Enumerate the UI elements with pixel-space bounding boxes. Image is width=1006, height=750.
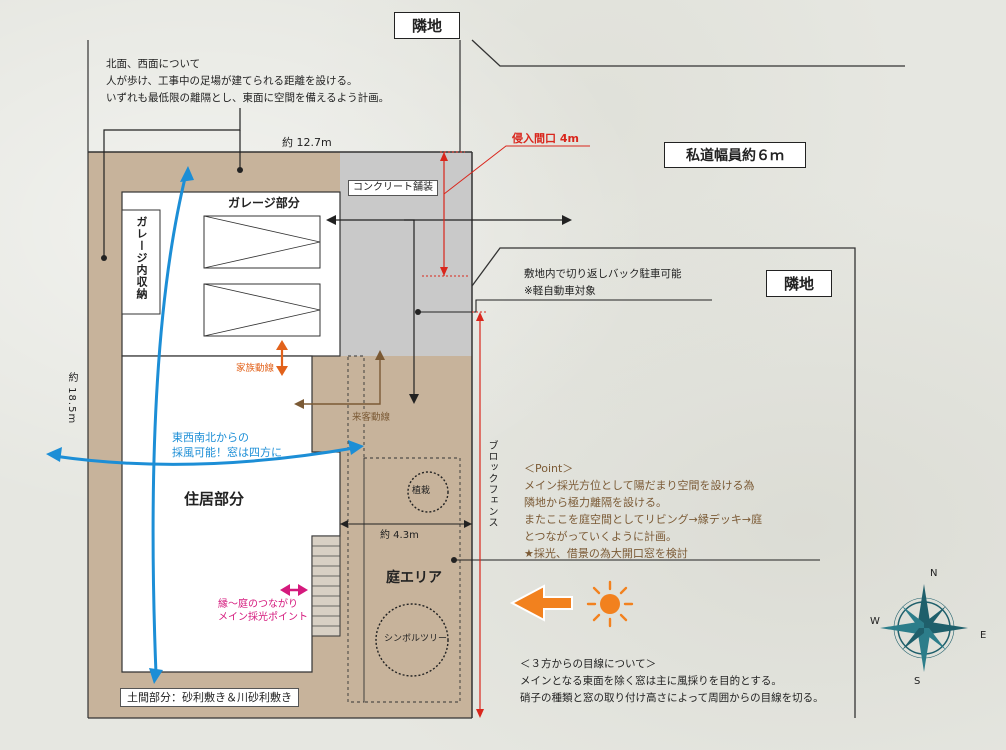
point-note: ＜Point＞ メイン採光方位として陽だまり空間を設ける為 隣地から極力離隔を設… [524,460,762,562]
views-note-line: 硝子の種類と窓の取り付け高さによって周囲からの目線を切る。 [520,692,824,704]
callout-top-note [103,108,241,258]
road-edge-north [471,39,905,67]
symbol-tree-circle [375,603,449,677]
point-note-line: またここを庭空間としてリビング→縁デッキ→庭 [524,513,763,526]
ventilation-label: 東西南北からの 採風可能！窓は四方に [172,430,282,460]
parking-note-line: 敷地内で切り返しバック駐車可能 [524,268,682,280]
compass-w: W [870,616,880,627]
garage-storage-label: ガレージ内収納 [135,216,148,300]
symbol-tree-label: シンボルツリー [384,634,448,644]
neighbor-right-label: 隣地 [766,270,832,297]
point-note-line: とつながっていくように計画。 [524,530,678,543]
ventilation-arrow-vertical [151,173,188,675]
dim-width-label: 約 12.7m [282,136,332,149]
road-label: 私道幅員約６ｍ [664,142,806,168]
parking-note-line: ※軽自動車対象 [524,285,596,297]
entrance-label: 侵入間口 4m [512,132,579,145]
ventilation-line: 東西南北からの [172,431,249,444]
family-path-label: 家族動線 [236,363,275,374]
house-label: 住居部分 [184,490,245,508]
ground-finish-label: 土間部分：砂利敷き＆川砂利敷き [120,688,299,708]
car-slot-1 [203,215,321,269]
top-note: 北面、西面について 人が歩け、工事中の足場が建てられる距離を設ける。 いずれも最… [106,56,389,107]
ventilation-line: 採風可能！窓は四方に [172,446,282,459]
views-note-line: メインとなる東面を除く窓は主に風採りを目的とする。 [520,675,782,687]
views-note: ＜３方からの目線について＞ メインとなる東面を除く窓は主に風採りを目的とする。 … [520,656,824,707]
ventilation-arrow-horizontal [53,446,355,466]
views-note-line: ＜３方からの目線について＞ [520,658,657,670]
garden-link-line: メイン採光ポイント [218,612,308,623]
neighbor-top-label: 隣地 [394,12,460,39]
block-fence-label: ブロックフェンス [486,440,497,528]
point-note-line: ★採光、借景の為大開口窓を検討 [524,547,688,560]
car-slot-2 [203,283,321,337]
garden-link-line: 縁～庭のつながり [218,599,298,610]
parking-note: 敷地内で切り返しバック駐車可能 ※軽自動車対象 [524,266,682,300]
top-note-line: 北面、西面について [106,58,201,70]
callout-parking-note [418,299,712,313]
sun-icon [586,580,634,628]
sunlight-arrow [509,584,573,622]
dim-garden-label: 約 4.3m [380,530,419,541]
compass-rose-icon [880,584,968,672]
guest-path-arrow [298,356,381,405]
top-note-line: いずれも最低限の離隔とし、東面に空間を備えるよう計画。 [106,92,390,104]
top-note-line: 人が歩け、工事中の足場が建てられる距離を設ける。 [106,75,358,87]
garden-link-label: 縁～庭のつながり メイン採光ポイント [218,598,308,624]
concrete-label: コンクリート舗装 [348,180,438,196]
garden-area-dashed [363,457,461,703]
dim-depth-label: 約 18.5m [66,372,77,425]
compass-e: E [980,630,987,641]
garden-label: 庭エリア [386,570,442,586]
point-note-line: 隣地から極力離隔を設ける。 [524,496,667,509]
garage-title: ガレージ部分 [228,196,300,210]
road-edge-south [471,247,856,718]
car-arrow-reverse [404,219,415,398]
guest-path-label: 来客動線 [352,412,391,424]
compass-n: N [930,568,938,579]
point-note-line: ＜Point＞ [524,462,574,475]
compass-s: S [914,676,921,687]
garage-storage-box [121,209,161,315]
point-note-line: メイン採光方位として陽だまり空間を設ける為 [524,479,755,492]
plant-circle [407,471,449,513]
plant-label: 植栽 [412,486,431,496]
